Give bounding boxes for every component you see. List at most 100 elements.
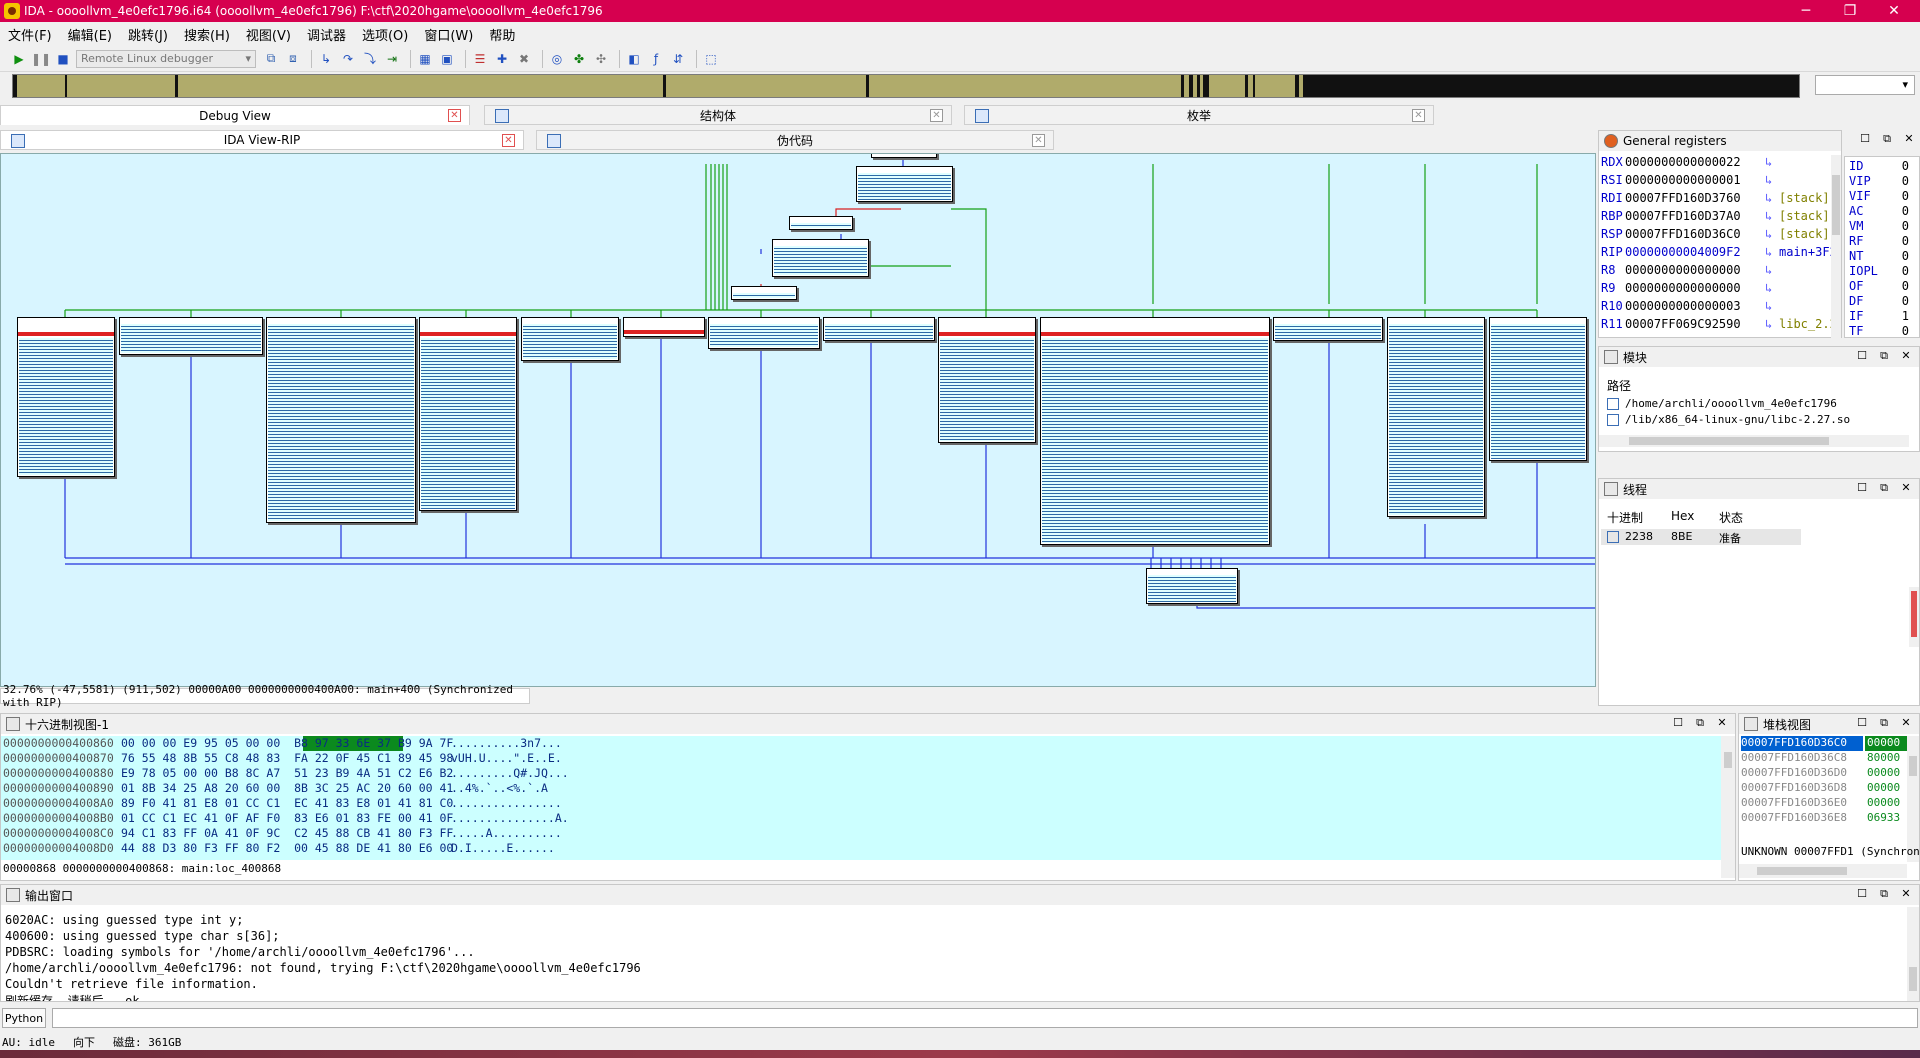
graph-block[interactable] bbox=[938, 317, 1036, 443]
close-icon[interactable]: ✕ bbox=[1032, 134, 1045, 147]
float-window-icon[interactable]: ☐ bbox=[1857, 887, 1867, 900]
segments-icon[interactable]: ◧ bbox=[628, 51, 640, 66]
graph-block[interactable] bbox=[17, 317, 115, 477]
menu-file[interactable]: 文件(F) bbox=[8, 28, 52, 44]
thread-row[interactable]: 2238 8BE 准备 bbox=[1601, 529, 1801, 545]
graph-block[interactable] bbox=[823, 317, 935, 341]
close-icon[interactable]: ✕ bbox=[1901, 887, 1911, 900]
float-window-icon[interactable]: ☐ bbox=[1673, 716, 1683, 729]
restore-window-icon[interactable]: ⧉ bbox=[1883, 132, 1891, 145]
stack-scrollbar[interactable] bbox=[1907, 736, 1919, 862]
graph-block[interactable] bbox=[856, 166, 953, 202]
registers-scrollbar[interactable] bbox=[1831, 155, 1841, 339]
disassembly-graph[interactable] bbox=[0, 153, 1596, 687]
graph-block[interactable] bbox=[1489, 317, 1587, 461]
graph-block[interactable] bbox=[119, 317, 263, 355]
navigation-band[interactable] bbox=[12, 74, 1800, 98]
module-item[interactable]: /lib/x86_64-linux-gnu/libc-2.27.so bbox=[1607, 413, 1850, 426]
graph-block[interactable] bbox=[1040, 317, 1270, 545]
restore-window-icon[interactable]: ⧉ bbox=[1880, 349, 1888, 362]
menu-edit[interactable]: 编辑(E) bbox=[67, 28, 112, 44]
debugger-select[interactable]: Remote Linux debugger bbox=[76, 49, 256, 68]
view-switch-icon[interactable]: ▦ bbox=[419, 51, 431, 66]
module-item[interactable]: /home/archli/oooollvm_4e0efc1796 bbox=[1607, 397, 1837, 410]
float-window-icon[interactable]: ☐ bbox=[1857, 349, 1867, 362]
graph-block[interactable] bbox=[731, 286, 797, 300]
close-icon[interactable]: ✕ bbox=[1901, 481, 1911, 494]
tab-pseudocode[interactable]: 伪代码 ✕ bbox=[536, 130, 1054, 150]
disasm-icon[interactable]: ⬚ bbox=[705, 51, 717, 66]
graph-block[interactable] bbox=[623, 317, 705, 337]
stop-icon[interactable]: ■ bbox=[57, 51, 69, 66]
pause-icon[interactable]: ❚❚ bbox=[30, 51, 52, 66]
trace-add-icon[interactable]: ✤ bbox=[573, 51, 585, 66]
float-window-icon[interactable]: ☐ bbox=[1860, 132, 1870, 145]
close-icon[interactable]: ✕ bbox=[1412, 109, 1425, 122]
maximize-button[interactable]: ❐ bbox=[1843, 3, 1857, 19]
hex-scrollbar[interactable] bbox=[1721, 736, 1735, 878]
output-log[interactable]: 6020AC: using guessed type int y; 400600… bbox=[1, 907, 1905, 1001]
output-scrollbar[interactable] bbox=[1907, 907, 1919, 1001]
functions-icon[interactable]: ƒ bbox=[653, 51, 659, 66]
attach-icon[interactable]: ⧉ bbox=[266, 51, 276, 65]
breakpoint-list-icon[interactable]: ☰ bbox=[474, 51, 486, 66]
add-breakpoint-icon[interactable]: ✚ bbox=[496, 51, 508, 66]
watch-icon[interactable]: ◎ bbox=[551, 51, 563, 66]
navigation-band-dropdown[interactable] bbox=[1815, 75, 1915, 95]
delete-breakpoint-icon[interactable]: ✖ bbox=[518, 51, 530, 66]
menu-search[interactable]: 搜索(H) bbox=[183, 28, 230, 44]
menu-debugger[interactable]: 调试器 bbox=[306, 28, 346, 44]
graph-block[interactable] bbox=[1146, 568, 1238, 604]
menu-view[interactable]: 视图(V) bbox=[245, 28, 291, 44]
tab-enums[interactable]: 枚举 ✕ bbox=[964, 105, 1434, 125]
step-into-icon[interactable]: ↳ bbox=[320, 51, 332, 66]
tab-ida-view-rip[interactable]: IDA View-RIP ✕ bbox=[0, 130, 524, 150]
close-window-button[interactable]: ✕ bbox=[1888, 3, 1900, 19]
float-window-icon[interactable]: ☐ bbox=[1857, 716, 1867, 729]
tab-debug-view[interactable]: Debug View ✕ bbox=[0, 105, 470, 125]
trace-clear-icon[interactable]: ✣ bbox=[595, 51, 607, 66]
graph-block[interactable] bbox=[1387, 317, 1485, 517]
float-window-icon[interactable]: ☐ bbox=[1857, 481, 1867, 494]
close-icon[interactable]: ✕ bbox=[1901, 349, 1911, 362]
restore-window-icon[interactable]: ⧉ bbox=[1696, 716, 1704, 729]
minimize-button[interactable]: ─ bbox=[1801, 3, 1811, 19]
detach-icon[interactable]: ⧈ bbox=[289, 51, 297, 65]
modules-hscrollbar[interactable] bbox=[1599, 435, 1909, 447]
names-icon[interactable]: ⇵ bbox=[672, 51, 684, 66]
menu-jump[interactable]: 跳转(J) bbox=[127, 28, 168, 44]
run-icon[interactable]: ▶ bbox=[14, 51, 24, 66]
graph-block[interactable] bbox=[266, 317, 416, 523]
graph-block[interactable] bbox=[772, 239, 869, 277]
graph-block[interactable] bbox=[521, 317, 619, 361]
run-to-cursor-icon[interactable]: ⤵ bbox=[363, 52, 376, 66]
tab-structures[interactable]: 结构体 ✕ bbox=[484, 105, 952, 125]
